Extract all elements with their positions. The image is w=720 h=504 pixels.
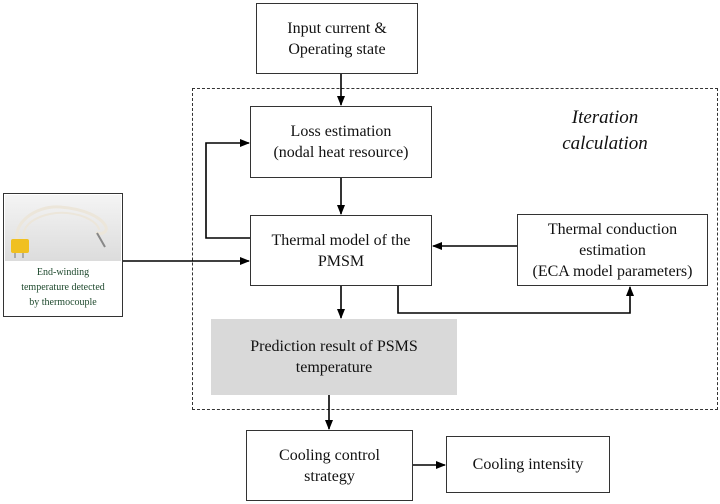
cooling-control-line2: strategy [304, 467, 355, 485]
iteration-region [192, 88, 718, 410]
input-box: Input current & Operating state [256, 3, 418, 74]
cable-loop-icon [22, 211, 100, 242]
prediction-result-box: Prediction result of PSMS temperature [211, 319, 457, 395]
sensor-caption-line2: temperature detected [21, 282, 105, 293]
prediction-line1: Prediction result of PSMS [250, 338, 418, 355]
thermocouple-sensor: End-winding temperature detected by ther… [3, 193, 123, 317]
connector-icon [11, 239, 29, 253]
conduction-line3: (ECA model parameters) [532, 262, 693, 280]
thermal-model-line2: PMSM [317, 252, 365, 270]
arrow-feedback-loop [205, 139, 250, 239]
cooling-control-line1: Cooling control [279, 446, 380, 464]
thermal-model-line1: Thermal model of the [271, 231, 411, 249]
loss-line2: (nodal heat resource) [273, 144, 409, 161]
arrow-model-to-conduction [397, 286, 634, 314]
conduction-line2: estimation [579, 241, 646, 259]
thermal-conduction-box: Thermal conduction estimation (ECA model… [517, 214, 708, 286]
loss-line1: Loss estimation [290, 123, 392, 140]
loss-estimation-box: Loss estimation (nodal heat resource) [250, 106, 432, 178]
cooling-intensity-line1: Cooling intensity [472, 456, 584, 473]
sensor-caption: End-winding temperature detected by ther… [4, 265, 122, 310]
cable-icon [15, 205, 108, 247]
cooling-intensity-box: Cooling intensity [446, 436, 610, 493]
sensor-caption-line1: End-winding [36, 267, 90, 278]
sensor-caption-line3: by thermocouple [29, 297, 97, 308]
thermocouple-photo [5, 195, 121, 261]
iteration-label-line2: calculation [562, 133, 648, 154]
conduction-line1: Thermal conduction [547, 220, 678, 238]
thermal-model-box: Thermal model of the PMSM [250, 215, 432, 286]
iteration-label-line1: Iteration [571, 107, 639, 128]
input-line1: Input current & [287, 19, 387, 37]
iteration-label: Iteration calculation [520, 105, 690, 157]
prediction-line2: temperature [295, 359, 373, 376]
cooling-control-box: Cooling control strategy [246, 430, 413, 501]
input-line2: Operating state [288, 40, 386, 58]
